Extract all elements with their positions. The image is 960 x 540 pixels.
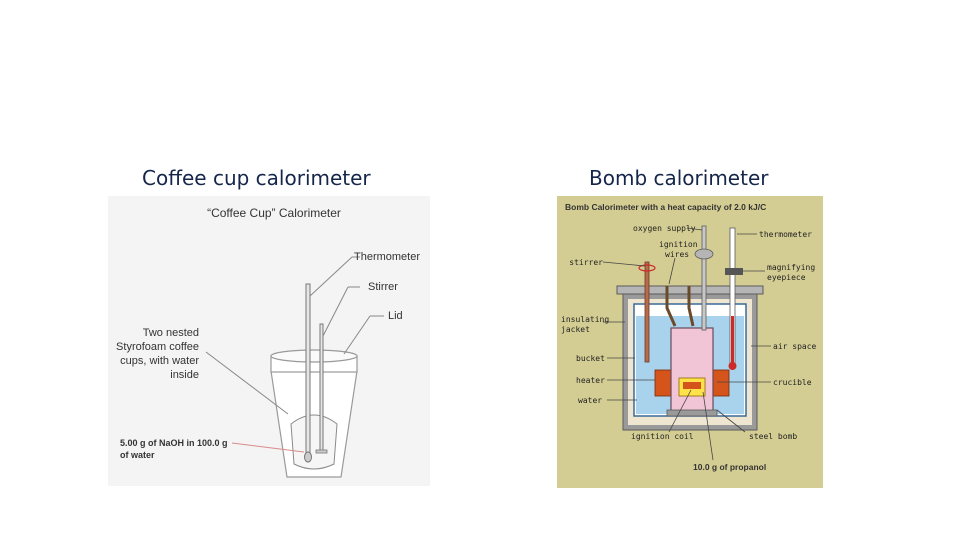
coffee-cup-diagram: “Coffee Cup” Calorimeter Thermometer Sti… <box>108 196 430 486</box>
ignition-coil-label: ignition coil <box>631 432 694 441</box>
cups-label-line3: cups, with water <box>120 355 199 367</box>
thermometer-label: Thermometer <box>354 251 420 263</box>
oxygen-valve <box>694 248 714 260</box>
bomb-title: Bomb Calorimeter with a heat capacity of… <box>565 202 766 212</box>
thermometer-bulb <box>728 362 737 370</box>
insulating-label-line1: insulating <box>561 315 609 324</box>
heater-label: heater <box>576 376 605 385</box>
bomb-base <box>666 409 718 417</box>
coil-leader <box>668 389 692 433</box>
stirrer-rod <box>644 261 650 363</box>
ignition-wire-right <box>687 286 695 327</box>
naoh-label-line1: 5.00 g of NaOH in 100.0 g <box>120 438 228 448</box>
steel-bomb <box>670 327 714 413</box>
bucket-label: bucket <box>576 354 605 363</box>
lid-leader <box>343 315 371 355</box>
steel-bomb-leader <box>716 409 746 433</box>
stirrer-paddle <box>315 449 328 454</box>
thermometer-leader <box>309 256 353 297</box>
crucible-label: crucible <box>773 378 812 387</box>
stirrer-label: stirrer <box>569 258 603 267</box>
heater-right <box>712 369 730 397</box>
stirrer <box>319 323 324 453</box>
ignition-wires-label-line1: ignition <box>659 240 698 249</box>
thermometer-mercury <box>731 316 734 364</box>
bomb-calorimeter-illustration: Bomb Calorimeter with a heat capacity of… <box>561 202 817 472</box>
ignition-coil <box>683 382 701 389</box>
coffee-cup-heading: Coffee cup calorimeter <box>142 166 371 190</box>
naoh-label-line2: of water <box>120 450 155 460</box>
thermometer-bulb <box>304 451 312 463</box>
thermometer <box>305 283 311 457</box>
ignition-wires-leader <box>668 257 676 285</box>
naoh-leader <box>231 442 305 453</box>
propanol-label: 10.0 g of propanol <box>693 462 766 472</box>
lid-label: Lid <box>388 310 403 322</box>
cups-label-line4: inside <box>170 369 199 381</box>
ignition-wire-left <box>665 286 677 327</box>
bomb-calorimeter-heading: Bomb calorimeter <box>589 166 769 190</box>
steel-bomb-label: steel bomb <box>749 432 797 441</box>
magnifying-eyepiece <box>725 268 743 275</box>
bomb-calorimeter-diagram: Bomb Calorimeter with a heat capacity of… <box>557 196 823 488</box>
heater-left <box>654 369 672 397</box>
oxygen-supply-tube <box>701 225 707 331</box>
cups-label-line2: Styrofoam coffee <box>116 341 199 353</box>
magnifying-label-line1: magnifying <box>767 263 815 272</box>
cups-leader <box>205 351 289 415</box>
cups-label-line1: Two nested <box>143 327 199 339</box>
stirrer-rotation <box>638 264 656 272</box>
insulating-label-line2: jacket <box>561 325 590 334</box>
water-window <box>290 414 338 470</box>
magnifying-label-line2: eyepiece <box>767 273 806 282</box>
stirrer-leader <box>322 286 349 337</box>
coffee-cup-illustration: “Coffee Cup” Calorimeter Thermometer Sti… <box>116 206 420 478</box>
ignition-wires-label-line2: wires <box>665 250 689 259</box>
water-label: water <box>578 396 602 405</box>
coffee-cup-title: “Coffee Cup” Calorimeter <box>207 206 341 220</box>
oxygen-leader <box>686 227 703 231</box>
air-space-label: air space <box>773 342 817 351</box>
lid-top <box>270 349 358 363</box>
oxygen-supply-label: oxygen supply <box>633 224 696 233</box>
stirrer-leader <box>602 261 646 267</box>
propanol-leader <box>702 391 714 461</box>
thermometer-label: thermometer <box>759 230 812 239</box>
stirrer-label: Stirrer <box>368 281 398 293</box>
